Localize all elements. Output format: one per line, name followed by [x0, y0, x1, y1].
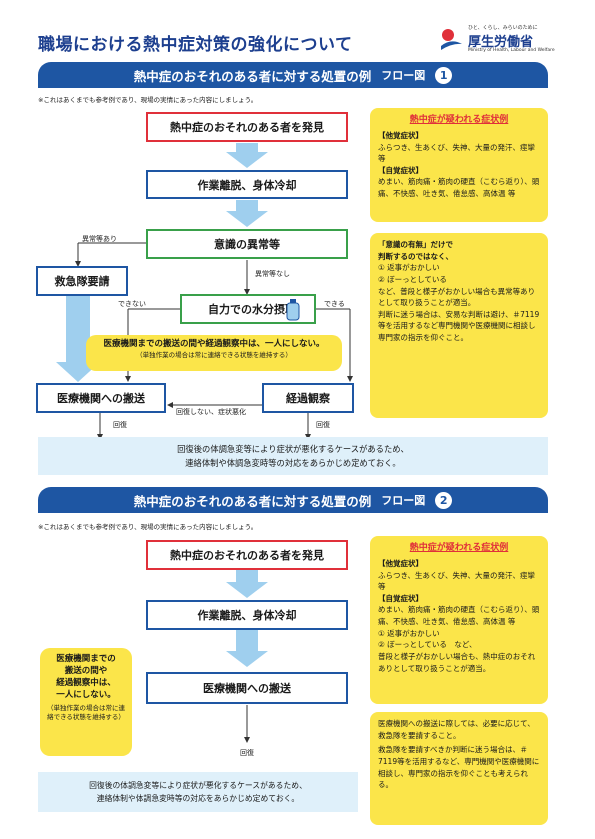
flow1-bottom-note: 回復後の体調急変等により症状が悪化するケースがあるため、 連絡体制や体調急変時等… — [38, 437, 548, 475]
flow1-box-consciousness: 意識の異常等 — [146, 229, 348, 259]
flow2-callout-line: 医療機関までの — [56, 654, 116, 664]
flow2-bottom-line2: 連絡体制や体調急変時等の対応をあらかじめ定めておく。 — [96, 794, 300, 803]
flow1-bottom-line1: 回復後の体調急変等により症状が悪化するケースがあるため、 — [177, 443, 409, 454]
flow2-bottom-note: 回復後の体調急変等により症状が悪化するケースがあるため、 連絡体制や体調急変時等… — [38, 772, 358, 812]
flow1-box-discover: 熱中症のおそれのある者を発見 — [146, 112, 348, 142]
flow1-note-line: ① 返事がおかしい — [378, 263, 440, 273]
flow2-transport-note: 救急隊を要請すべきか判断に迷う場合は、＃7119等を活用するなど、専門機関や医療… — [378, 745, 540, 790]
flow1-label-abnormal: 異常等あり — [82, 235, 117, 243]
flow2-symptoms-self-head: 【自覚症状】 — [378, 593, 423, 603]
logo-english: Ministry of Health, Labour and Welfare — [468, 48, 555, 53]
flow2-symptoms-extra: ② ぼーっとしている など、 — [378, 640, 477, 650]
mhlw-emblem-icon — [441, 29, 462, 50]
flow2-note: ※これはあくまでも参考例であり、現場の実情にあった内容にしましょう。 — [38, 523, 258, 531]
flow2-header-title: 熱中症のおそれのある者に対する処置の例 — [133, 493, 372, 509]
flow1-note: ※これはあくまでも参考例であり、現場の実情にあった内容にしましょう。 — [38, 96, 258, 104]
flow1-box-water-label: 自力での水分摂取 — [208, 303, 296, 316]
flow1-callout: 医療機関までの搬送の間や経過観察中は、一人にしない。 （単独作業の場合は常に連絡… — [86, 335, 342, 371]
flow1-box-observe: 経過観察 — [262, 383, 354, 413]
flow1-note-line: 判断に迷う場合は、安易な判断は避け、＃7119等を活用するなど専門機関や医療機関… — [378, 309, 540, 342]
flow1-consciousness-panel: 「意識の有無」だけで 判断するのではなく、 ① 返事がおかしい ② ぼーっとして… — [370, 233, 548, 418]
flow1-symptoms-other-head: 【他覚症状】 — [378, 130, 423, 140]
flow1-symptoms-panel: 熱中症が疑われる症状例 【他覚症状】 ふらつき、生あくび、失神、大量の発汗、痙攣… — [370, 108, 548, 222]
flow2-box-transport: 医療機関への搬送 — [146, 672, 348, 704]
flow1-flow-label: フロー図 — [381, 69, 426, 82]
flow1-callout-sub: （単独作業の場合は常に連絡できる状態を維持する） — [136, 350, 292, 359]
flow1-header-title: 熱中症のおそれのある者に対する処置の例 — [133, 68, 372, 84]
flow2-symptoms-other-head: 【他覚症状】 — [378, 558, 423, 568]
flow1-box-water: 自力での水分摂取 — [180, 294, 316, 324]
flow2-bottom-line1: 回復後の体調急変等により症状が悪化するケースがあるため、 — [89, 780, 307, 790]
flow2-symptoms-title: 熱中症が疑われる症状例 — [409, 543, 509, 553]
flow2-transport-panel: 医療機関への搬送に際しては、必要に応じて、救急隊を要請すること。 救急隊を要請す… — [370, 712, 548, 825]
flow2-flow-label: フロー図 — [381, 494, 426, 507]
flow1-header: 熱中症のおそれのある者に対する処置の例 フロー図 1 — [38, 62, 548, 88]
flow2-symptoms-extra: ① 返事がおかしい — [378, 628, 440, 638]
flow2-symptoms-extra: 普段と様子がおかしい場合も、熱中症のおそれありとして取り扱うことが適当。 — [378, 651, 536, 673]
flow1-label-cannot: できない — [118, 300, 146, 308]
flow1-box-remove: 作業離脱、身体冷却 — [146, 170, 348, 199]
water-bottle-icon — [286, 299, 300, 321]
flow2-symptoms-other: ふらつき、生あくび、失神、大量の発汗、痙攣 等 — [378, 570, 535, 592]
flow2-symptoms-self: めまい、筋肉痛・筋肉の硬直（こむら返り）、頭痛、不快感、吐き気、倦怠感、高体温 … — [378, 605, 540, 627]
flow2-symptoms-panel: 熱中症が疑われる症状例 【他覚症状】 ふらつき、生あくび、失神、大量の発汗、痙攣… — [370, 536, 548, 704]
flow1-box-transport: 医療機関への搬送 — [36, 383, 166, 413]
flow2-header: 熱中症のおそれのある者に対する処置の例 フロー図 2 — [38, 487, 548, 513]
flow2-callout: 医療機関までの 搬送の間や 経過観察中は、 一人にしない。 （単独作業の場合は常… — [40, 648, 132, 756]
flow1-box-ambulance: 救急隊要請 — [36, 266, 128, 296]
flow1-label-worse: 回復しない、症状悪化 — [176, 408, 246, 416]
flow1-note-line: 判断するのではなく、 — [378, 251, 453, 261]
page-title: 職場における熱中症対策の強化について — [38, 35, 353, 55]
flow2-callout-line: 一人にしない。 — [56, 689, 116, 700]
flow2-flow-number: 2 — [435, 491, 453, 509]
flow1-note-line: 「意識の有無」だけで — [378, 240, 453, 249]
flow2-callout-sub: （単独作業の場合は常に連絡できる状態を維持する） — [47, 703, 125, 721]
flow1-symptoms-title: 熱中症が疑われる症状例 — [409, 115, 509, 125]
flow2-callout-line: 搬送の間や — [64, 665, 108, 676]
flow2-box-discover: 熱中症のおそれのある者を発見 — [146, 540, 348, 570]
logo-tagline: ひと、くらし、みらいのために — [468, 25, 538, 31]
flow1-symptoms-self: めまい、筋肉痛・筋肉の硬直（こむら返り）、頭痛、不快感、吐き気、倦怠感、高体温 … — [378, 177, 540, 199]
flow1-label-normal: 異常等なし — [255, 270, 290, 278]
flow1-label-recover-left: 回復 — [113, 421, 127, 429]
flow2-box-remove: 作業離脱、身体冷却 — [146, 600, 348, 630]
flow2-transport-note: 医療機関への搬送に際しては、必要に応じて、救急隊を要請すること。 — [378, 719, 535, 740]
flow1-note-line: など、普段と様子がおかしい場合も異常等ありとして取り扱うことが適当。 — [378, 286, 536, 308]
flow1-symptoms-other: ふらつき、生あくび、失神、大量の発汗、痙攣 等 — [378, 142, 535, 164]
flow1-flow-number: 1 — [435, 66, 453, 84]
flow1-bottom-line2: 連絡体制や体調急変時等の対応をあらかじめ定めておく。 — [185, 458, 401, 468]
mhlw-logo: ひと、くらし、みらいのために 厚生労働省 Ministry of Health,… — [438, 22, 555, 56]
flow1-note-line: ② ぼーっとしている — [378, 274, 447, 284]
logo-name: 厚生労働省 — [468, 35, 534, 50]
flow2-callout-line: 経過観察中は、 — [56, 677, 116, 688]
flow1-symptoms-self-head: 【自覚症状】 — [378, 165, 423, 175]
flow1-callout-main: 医療機関までの搬送の間や経過観察中は、一人にしない。 — [103, 339, 325, 349]
flow2-label-recover: 回復 — [240, 749, 254, 757]
flow1-label-can: できる — [324, 300, 345, 308]
flow1-label-recover-right: 回復 — [316, 421, 330, 429]
